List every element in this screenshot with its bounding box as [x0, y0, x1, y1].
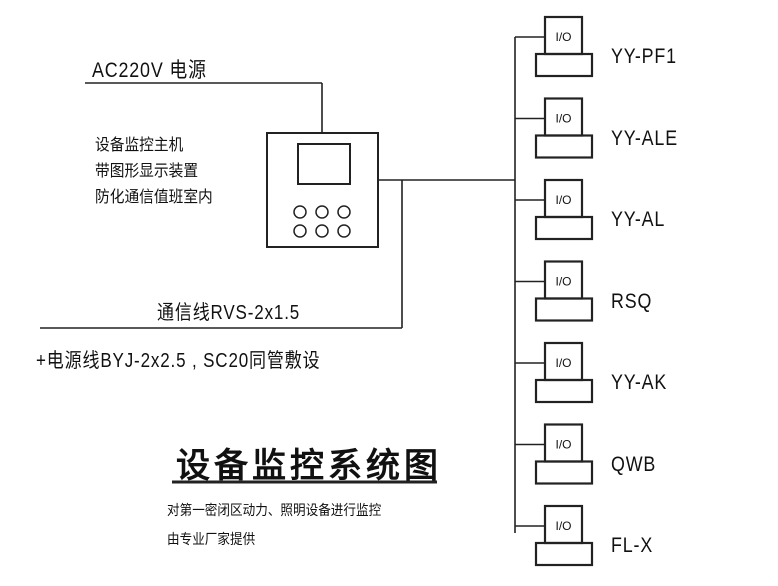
controller-button [315, 205, 329, 219]
comm-line-label: 通信线RVS-2x1.5 [157, 302, 301, 324]
device-name-label: YY-AL [611, 208, 666, 231]
device-base-box [534, 541, 594, 567]
controller-description: 设备监控主机 带图形显示装置 防化通信值班室内 [95, 132, 213, 210]
device-rsq: I/O [515, 260, 594, 322]
note-line: 由专业厂家提供 [167, 532, 256, 548]
device-base-box [534, 460, 594, 485]
io-module-label: I/O [555, 193, 571, 207]
controller-box [266, 132, 379, 248]
device-base-box [534, 215, 594, 241]
power-label: AC220V 电源 [92, 59, 207, 82]
device-name-label: YY-PF1 [611, 45, 677, 68]
io-module-label: I/O [555, 438, 571, 452]
controller-buttons [293, 205, 351, 238]
device-name-label: QWB [611, 452, 657, 476]
diagram-title: 设备监控系统图 [176, 446, 442, 486]
io-module-label: I/O [555, 112, 571, 126]
device-qwb: I/O [515, 423, 594, 485]
device-name-label: FL-X [611, 534, 654, 557]
device-yy-ak: I/O [515, 341, 594, 404]
device-yy-ale: I/O [515, 97, 594, 159]
power-line-label: +电源线BYJ-2x2.5 , SC20同管敷设 [36, 350, 321, 372]
io-module-label: I/O [555, 356, 571, 370]
device-base-box [534, 297, 594, 322]
controller-button [293, 224, 307, 238]
device-yy-pf1: I/O [515, 15, 594, 78]
controller-description-line: 防化通信值班室内 [95, 187, 213, 206]
device-name-label: RSQ [611, 289, 653, 313]
controller-screen [297, 143, 351, 185]
controller-description-line: 设备监控主机 [95, 135, 184, 154]
device-name-label: YY-AK [611, 371, 668, 394]
io-module-label: I/O [555, 519, 571, 533]
notes: 对第一密闭区动力、照明设备进行监控 由专业厂家提供 [167, 497, 381, 555]
device-fl-x: I/O [515, 504, 594, 567]
controller-button [315, 224, 329, 238]
device-name-label: YY-ALE [611, 126, 678, 150]
io-module-label: I/O [555, 30, 571, 44]
device-base-box [534, 52, 594, 78]
controller-button [337, 224, 351, 238]
device-base-box [534, 378, 594, 404]
controller-description-line: 带图形显示装置 [95, 161, 199, 180]
note-line: 对第一密闭区动力、照明设备进行监控 [167, 503, 382, 519]
controller-button [293, 205, 307, 219]
controller-button [337, 205, 351, 219]
device-base-box [534, 134, 594, 159]
io-module-label: I/O [555, 275, 571, 289]
device-yy-al: I/O [515, 178, 594, 241]
